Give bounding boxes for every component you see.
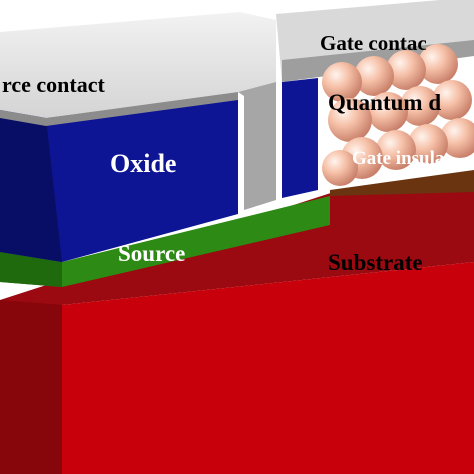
- quantum-dot: [432, 80, 472, 120]
- source-layer-side: [0, 252, 62, 287]
- source-contact-top: [0, 12, 276, 118]
- substrate-front-face: [62, 262, 474, 474]
- quantum-dot: [328, 98, 372, 142]
- oxide-side: [0, 108, 62, 262]
- quantum-dot: [418, 44, 458, 84]
- gate-insulator-layer: [330, 170, 474, 196]
- oxide-right: [282, 78, 318, 198]
- substrate-label: Substrate: [328, 250, 423, 275]
- source-contact-label: rce contact: [2, 72, 105, 97]
- source-layer: [0, 196, 330, 287]
- quantum-dot: [354, 56, 394, 96]
- quantum-dot: [400, 86, 440, 126]
- quantum-dot: [322, 62, 362, 102]
- gate-insulator-label: Gate insula: [352, 148, 445, 169]
- quantum-dot-array: [322, 44, 474, 186]
- quantum-dots-label: Quantum d: [328, 90, 441, 115]
- substrate-side-face: [0, 300, 62, 474]
- quantum-dot: [440, 118, 474, 158]
- quantum-dot: [322, 150, 358, 186]
- substrate-top-face: [0, 190, 474, 474]
- source-contact-edge: [0, 92, 238, 126]
- oxide-label: Oxide: [110, 149, 176, 178]
- oxide-body: [0, 94, 238, 262]
- quantum-dot: [386, 50, 426, 90]
- gate-contact-label: Gate contac: [320, 31, 427, 55]
- source-label: Source: [118, 241, 185, 266]
- quantum-dot: [368, 92, 408, 132]
- source-contact-pillar: [238, 82, 276, 210]
- quantum-dot: [408, 124, 448, 164]
- quantum-dot: [376, 130, 416, 170]
